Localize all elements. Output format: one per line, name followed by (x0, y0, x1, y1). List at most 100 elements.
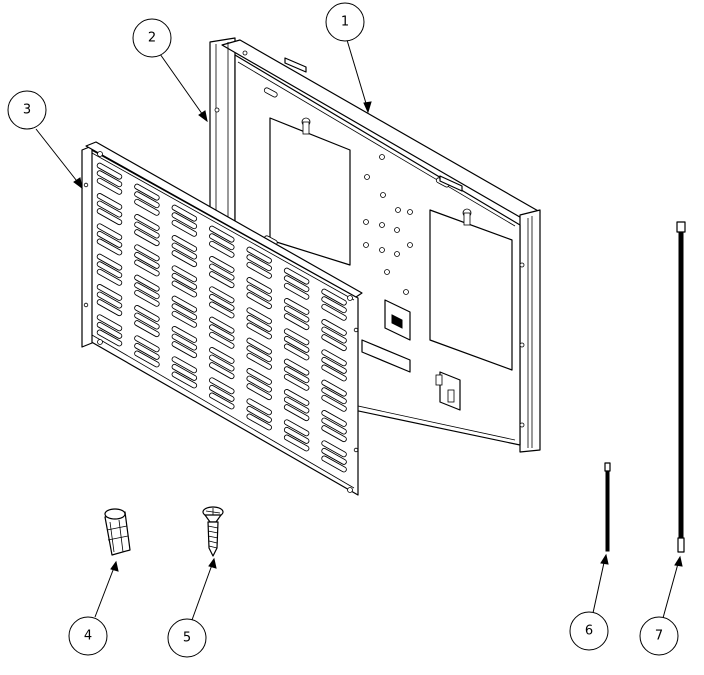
vent-slot (283, 389, 310, 406)
vent-slot (96, 321, 123, 339)
vent-slot (283, 419, 310, 437)
vent-slot (209, 286, 235, 304)
vent-slot (283, 275, 310, 293)
vent-slot (96, 291, 123, 309)
vent-slot (209, 225, 235, 243)
vent-slot (246, 352, 272, 370)
vent-slot (96, 208, 123, 226)
vent-slot (321, 296, 347, 314)
vent-slot (283, 396, 310, 414)
vent-slot (246, 405, 272, 423)
vent-slot (246, 261, 272, 279)
vent-slot (321, 410, 347, 427)
vent-slot (134, 335, 160, 353)
wall-anchor-part (104, 508, 131, 556)
vent-slot (321, 447, 347, 465)
callout-7-label: 7 (655, 629, 663, 644)
vent-slot (96, 329, 123, 347)
vent-slot (321, 394, 347, 412)
vent-slot (246, 368, 272, 385)
vent-slot (171, 326, 198, 343)
vent-slot (283, 358, 310, 376)
short-cable-tie-part (604, 462, 611, 552)
vent-slot (171, 272, 198, 290)
vent-slot (134, 305, 160, 322)
vent-slot (209, 256, 235, 273)
vent-slot (134, 191, 160, 209)
callout-4: 4 (68, 616, 108, 656)
vent-slot (321, 455, 347, 473)
vent-slot (96, 170, 123, 188)
vent-slot (96, 177, 123, 195)
vent-slot (96, 268, 123, 286)
vent-slot (246, 246, 272, 264)
callout-6: 6 (569, 611, 609, 651)
vent-slot (209, 263, 235, 281)
vent-slot (134, 320, 160, 338)
vent-slot (246, 413, 272, 431)
vent-slot (246, 337, 272, 355)
vent-slot (321, 425, 347, 443)
vent-slot (171, 242, 198, 260)
vent-slot (246, 277, 272, 294)
vent-slot (209, 316, 235, 334)
vent-slot (96, 253, 123, 271)
vent-slot (283, 343, 310, 361)
vent-slot (283, 404, 310, 422)
leader-line-2 (159, 53, 206, 119)
callout-6-label: 6 (585, 624, 593, 639)
vent-slot (283, 426, 310, 444)
callout-2: 2 (132, 18, 172, 58)
vent-slot (321, 303, 347, 321)
vent-slot (321, 417, 347, 435)
vent-slot (171, 303, 198, 321)
vent-slot (321, 379, 347, 397)
vent-slot (246, 314, 272, 332)
vent-slot (246, 284, 272, 302)
vent-slot (321, 288, 347, 306)
vent-slot (283, 298, 310, 315)
vent-slot (96, 230, 123, 248)
vent-slot (171, 250, 198, 268)
leader-line-1 (346, 39, 369, 111)
vent-slot (96, 261, 123, 279)
callout-3: 3 (7, 90, 47, 130)
vent-slot (321, 387, 347, 405)
long-cable-tie-part (676, 221, 686, 553)
vent-slot (321, 364, 347, 382)
vent-slot (134, 342, 160, 360)
vent-slot (246, 322, 272, 340)
vent-slot (134, 244, 160, 262)
leader-line-3 (35, 128, 81, 186)
vent-slot (246, 375, 272, 393)
callout-3-label: 3 (23, 103, 31, 118)
callout-5: 5 (167, 618, 207, 658)
leader-line-7 (662, 559, 680, 619)
vent-slot (246, 292, 272, 310)
vent-slot (96, 238, 123, 256)
leader-line-4 (94, 564, 116, 618)
vent-slot (171, 310, 198, 328)
vent-slot (134, 259, 160, 277)
vent-slot (209, 271, 235, 289)
vent-slot (246, 345, 272, 363)
vent-slot (96, 200, 123, 218)
vent-slot (283, 313, 310, 331)
vent-slot (321, 440, 347, 458)
vent-slot (171, 363, 198, 381)
vent-slot (171, 212, 198, 230)
leader-line-6 (592, 557, 606, 614)
vent-slot (96, 314, 123, 332)
leader-line-5 (191, 561, 214, 621)
callout-1-label: 1 (341, 15, 349, 30)
vent-slot (171, 356, 198, 374)
vent-slot (134, 312, 160, 330)
vent-slot (171, 265, 198, 283)
vent-slot (209, 354, 235, 372)
vent-slot (134, 251, 160, 269)
vent-slot (283, 366, 310, 384)
keyhole-slot (301, 117, 311, 135)
vent-slot (283, 373, 310, 391)
vent-slot (134, 198, 160, 216)
